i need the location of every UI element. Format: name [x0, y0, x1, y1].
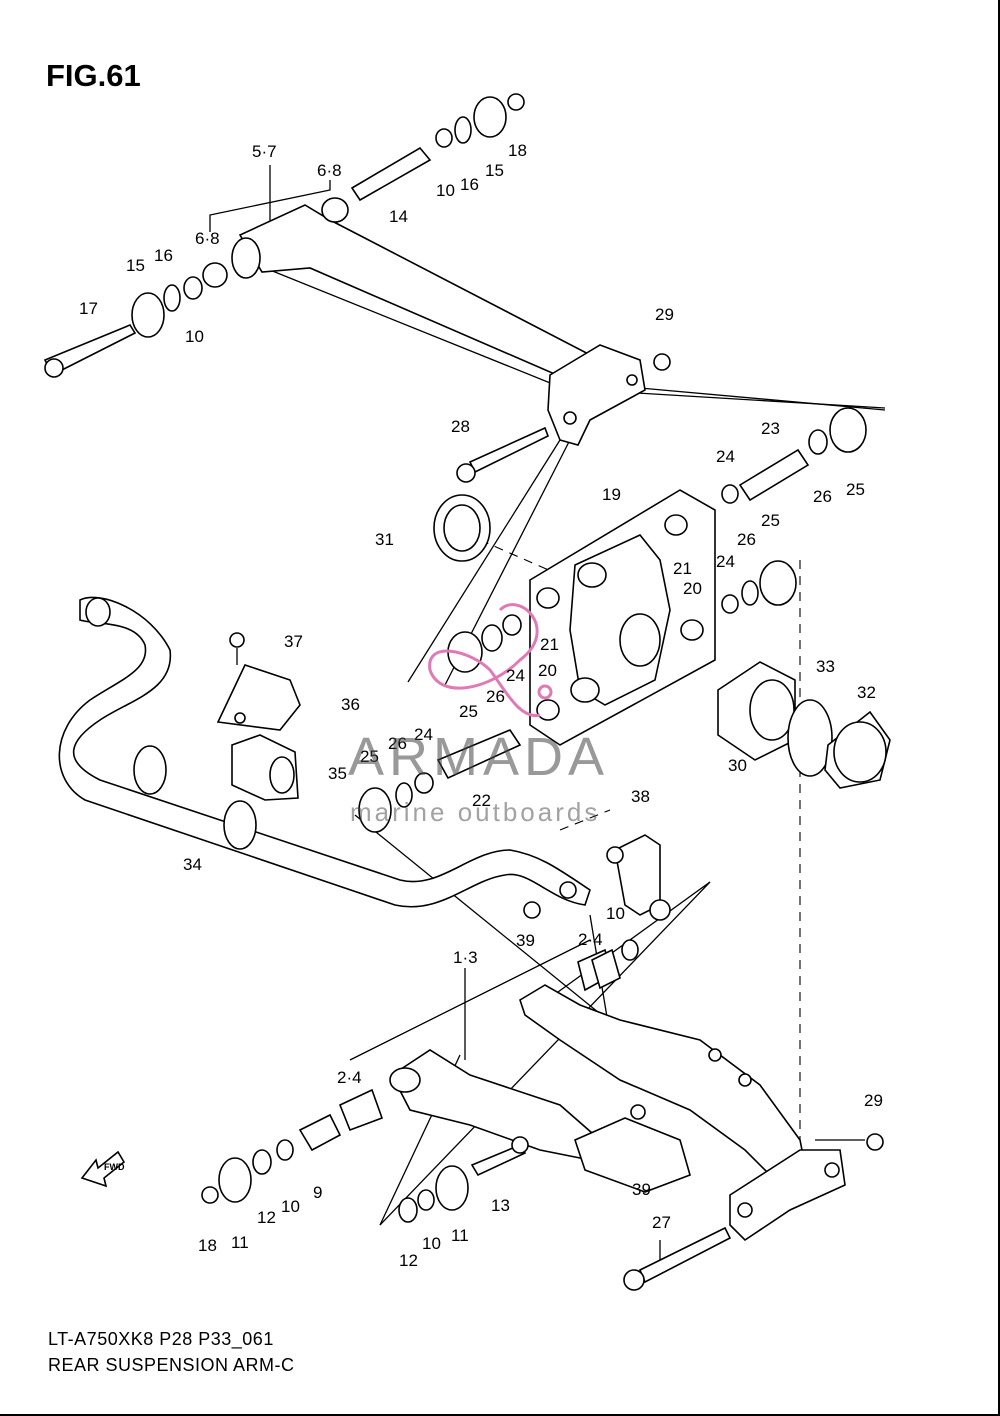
- callout-label: 18: [198, 1236, 217, 1255]
- callout-label: 10: [185, 327, 204, 346]
- callout-label: 11: [451, 1226, 469, 1245]
- callout-label: 15: [485, 161, 504, 180]
- callout-label: 24: [414, 725, 433, 744]
- forward-arrow-icon: FWD: [80, 1150, 126, 1188]
- section-title: REAR SUSPENSION ARM-C: [48, 1355, 295, 1375]
- callout-labels: 5·7 6·8 6·8 14 10 16 15 18 15 16 17 10 2…: [79, 141, 883, 1270]
- watermark-logo-icon: [428, 603, 553, 717]
- stabilizer-bar: [58, 596, 591, 908]
- callout-label: 20: [683, 579, 702, 598]
- callout-label: 14: [389, 207, 408, 226]
- callout-label: 26: [813, 487, 832, 506]
- callout-label: 2·4: [578, 930, 603, 949]
- callout-label: 20: [538, 661, 557, 680]
- callout-label: 10: [436, 181, 455, 200]
- callout-label: 10: [422, 1234, 441, 1253]
- bolt-27: [623, 1226, 732, 1291]
- callout-label: 31: [375, 530, 394, 549]
- callout-label: 16: [460, 175, 479, 194]
- callout-label: 13: [491, 1196, 510, 1215]
- bolt-28: [456, 426, 550, 483]
- callout-label: 29: [864, 1091, 883, 1110]
- callout-label: 5·7: [252, 142, 277, 161]
- stabilizer-link: [523, 834, 671, 992]
- callout-label: 35: [328, 764, 347, 783]
- callout-label: 33: [816, 657, 835, 676]
- callout-label: 38: [631, 787, 650, 806]
- callout-label: 18: [508, 141, 527, 160]
- callout-label: 30: [728, 756, 747, 775]
- callout-label: 2·4: [337, 1068, 362, 1087]
- right-bushings: [721, 407, 867, 614]
- upper-pivot-bar: [43, 93, 671, 446]
- callout-label: 21: [540, 635, 559, 654]
- left-knuckle-bushings: [358, 614, 522, 833]
- forward-arrow-label: FWD: [104, 1162, 125, 1172]
- callout-label: 25: [846, 480, 865, 499]
- seal-31: [433, 494, 491, 562]
- callout-label: 29: [655, 305, 674, 324]
- callout-label: 1·3: [453, 948, 478, 967]
- callout-label: 26: [388, 734, 407, 753]
- callout-label: 28: [451, 417, 470, 436]
- callout-label: 6·8: [195, 229, 220, 248]
- stabilizer-bracket: [216, 632, 301, 801]
- callout-label: 27: [652, 1213, 671, 1232]
- callout-label: 9: [313, 1183, 322, 1202]
- callout-label: 34: [183, 855, 202, 874]
- callout-label: 16: [154, 246, 173, 265]
- callout-label: 23: [761, 419, 780, 438]
- lower-left-bushings: [201, 948, 621, 1223]
- callout-label: 15: [126, 256, 145, 275]
- callout-label: 21: [673, 559, 692, 578]
- callout-label: 22: [472, 791, 491, 810]
- watermark-brand: ARMADA: [348, 727, 610, 787]
- callout-label: 6·8: [317, 161, 342, 180]
- callout-label: 19: [602, 485, 621, 504]
- watermark-tagline: marine outboards: [350, 797, 601, 827]
- callout-label: 25: [761, 511, 780, 530]
- callout-label: 32: [857, 683, 876, 702]
- callout-label: 10: [606, 904, 625, 923]
- callout-label: 39: [632, 1180, 651, 1199]
- callout-label: 37: [284, 632, 303, 651]
- callout-label: 25: [360, 747, 379, 766]
- callout-label: 24: [716, 552, 735, 571]
- callout-label: 24: [716, 447, 735, 466]
- callout-label: 26: [486, 687, 505, 706]
- knuckle-housing: [529, 489, 716, 746]
- callout-label: 25: [459, 702, 478, 721]
- callout-label: 11: [231, 1233, 249, 1252]
- bearing-cap-group: [717, 661, 891, 789]
- callout-label: 12: [257, 1208, 276, 1227]
- callout-label: 24: [506, 666, 525, 685]
- callout-label: 26: [737, 530, 756, 549]
- callout-label: 17: [79, 299, 98, 318]
- figure-title: FIG.61: [46, 58, 141, 93]
- model-code: LT-A750XK8 P28 P33_061: [48, 1329, 274, 1349]
- lower-arm: [389, 984, 884, 1242]
- callout-label: 12: [399, 1251, 418, 1270]
- callout-label: 36: [341, 695, 360, 714]
- callout-label: 39: [516, 931, 535, 950]
- callout-label: 10: [281, 1197, 300, 1216]
